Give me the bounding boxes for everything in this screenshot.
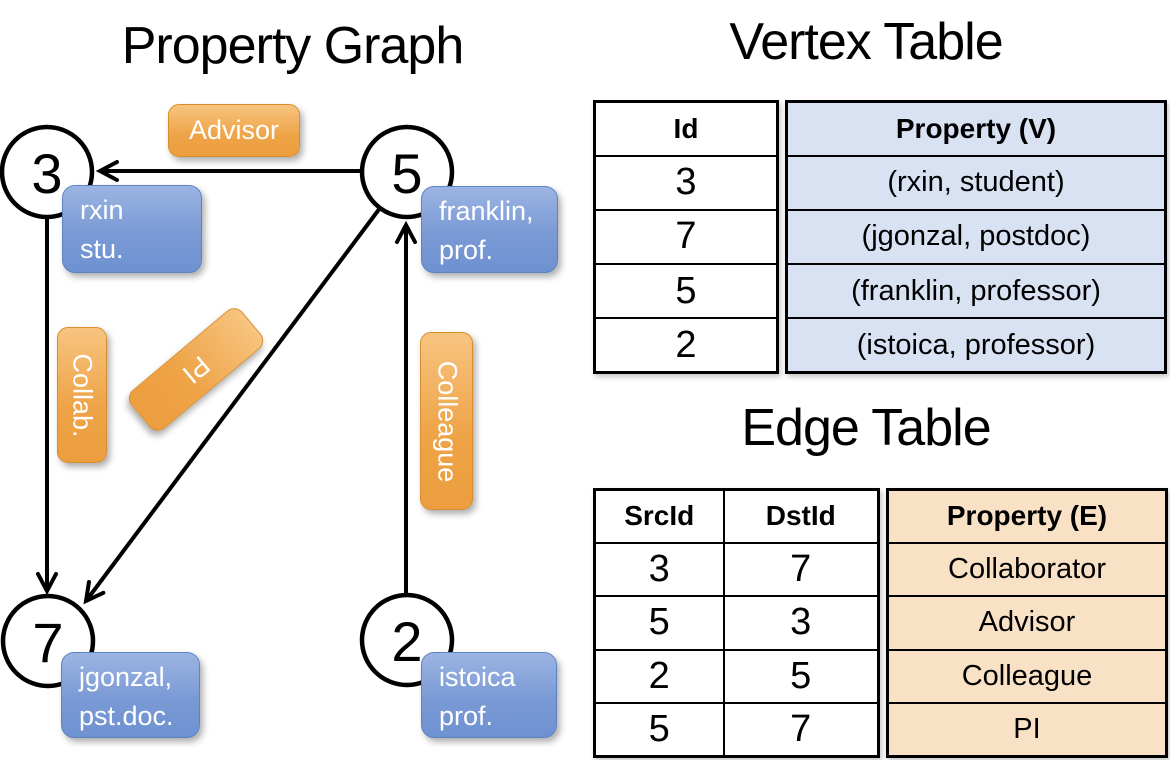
- vertex-id-cell: 2: [593, 317, 779, 374]
- vertex-table-header-property: Property (V): [785, 100, 1167, 157]
- edge-src-cell: 5: [593, 702, 725, 758]
- vertex-table-header-id: Id: [593, 100, 779, 157]
- edge-dst-cell: 3: [722, 595, 880, 651]
- vertex-table-title: Vertex Table: [729, 13, 1003, 71]
- edge-label-pi-text: PI: [176, 350, 216, 390]
- edge-table-header-property: Property (E): [886, 488, 1168, 544]
- vertex-label-line2: prof.: [439, 235, 494, 265]
- edge-table-id-columns: SrcId DstId 3 7 5 3 2 5 5 7: [593, 488, 880, 758]
- edge-table: SrcId DstId 3 7 5 3 2 5 5 7 Property (E)…: [593, 488, 1168, 758]
- vertex-id-cell: 3: [593, 154, 779, 211]
- vertex-table-id-column: Id 3 7 5 2: [593, 100, 779, 374]
- edge-label-collaborator: Collab.: [57, 327, 107, 463]
- vertex-property-cell: (franklin, professor): [785, 263, 1167, 320]
- edge-property-cell: PI: [886, 702, 1168, 758]
- edge-label-advisor-text: Advisor: [188, 115, 280, 145]
- edge-dst-cell: 7: [722, 541, 880, 598]
- edge-label-collaborator-text: Collab.: [67, 352, 98, 438]
- edge-property-cell: Advisor: [886, 595, 1168, 651]
- vertex-label-line1: franklin,: [439, 196, 534, 226]
- edge-property-cell: Colleague: [886, 648, 1168, 705]
- vertex-id-5: 5: [391, 142, 422, 205]
- graph-title: Property Graph: [121, 17, 465, 75]
- edge-table-header-dstid: DstId: [722, 488, 880, 544]
- edge-table-property-column: Property (E) Collaborator Advisor Collea…: [886, 488, 1168, 758]
- vertex-label-franklin: franklin, prof.: [421, 186, 558, 273]
- edge-src-cell: 2: [593, 648, 725, 705]
- vertex-label-line2: prof.: [439, 701, 494, 731]
- edge-label-colleague: Colleague: [420, 332, 473, 510]
- vertex-property-cell: (jgonzal, postdoc): [785, 208, 1167, 266]
- vertex-id-7: 7: [32, 611, 63, 674]
- edge-label-colleague-text: Colleague: [432, 360, 462, 482]
- vertex-label-line1: istoica: [439, 662, 516, 692]
- edge-5-to-7: [83, 206, 382, 605]
- edge-table-header-srcid: SrcId: [593, 488, 725, 544]
- vertex-table-property-column: Property (V) (rxin, student) (jgonzal, p…: [785, 100, 1167, 374]
- vertex-label-line2: stu.: [80, 234, 124, 264]
- vertex-id-3: 3: [31, 142, 62, 205]
- vertex-id-cell: 5: [593, 263, 779, 320]
- vertex-table: Id 3 7 5 2 Property (V) (rxin, student) …: [593, 100, 1167, 374]
- vertex-label-rxin: rxin stu.: [62, 185, 202, 273]
- vertex-property-cell: (rxin, student): [785, 154, 1167, 211]
- edge-dst-cell: 7: [722, 702, 880, 758]
- edge-table-title: Edge Table: [741, 399, 991, 457]
- edge-dst-cell: 5: [722, 648, 880, 705]
- vertex-label-istoica: istoica prof.: [421, 652, 557, 738]
- vertex-label-line2: pst.doc.: [79, 701, 174, 731]
- edge-src-cell: 3: [593, 541, 725, 598]
- edge-label-advisor: Advisor: [168, 104, 300, 157]
- edge-property-cell: Collaborator: [886, 541, 1168, 598]
- edge-src-cell: 5: [593, 595, 725, 651]
- vertex-id-2: 2: [391, 610, 422, 673]
- vertex-label-line1: jgonzal,: [79, 662, 173, 692]
- vertex-id-cell: 7: [593, 208, 779, 266]
- vertex-label-jgonzal: jgonzal, pst.doc.: [61, 652, 200, 738]
- vertex-property-cell: (istoica, professor): [785, 317, 1167, 374]
- vertex-label-line1: rxin: [80, 195, 124, 225]
